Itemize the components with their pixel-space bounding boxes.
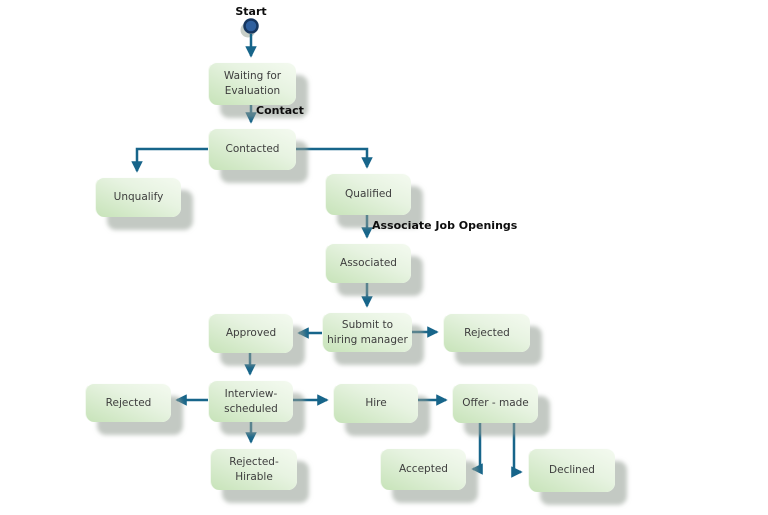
node-unqualify: Unqualify (95, 177, 181, 217)
node-rejected-after-interview: Rejected (85, 383, 171, 422)
node-offer-made: Offer - made (452, 383, 538, 423)
node-waiting-for-evaluation: Waiting for Evaluation (208, 62, 296, 105)
node-declined: Declined (528, 448, 615, 492)
node-submit-to-hiring-manager: Submit to hiring manager (322, 312, 412, 352)
node-approved: Approved (208, 313, 293, 353)
start-label: Start (235, 5, 267, 18)
node-associated: Associated (325, 243, 411, 283)
node-rejected-hirable: Rejected-Hirable (210, 448, 297, 490)
connector-offer-to-accepted (471, 423, 483, 475)
connector-offer-to-declined (511, 423, 523, 478)
edge-label-contact: Contact (256, 104, 304, 117)
node-contacted: Contacted (208, 128, 296, 170)
connector-contacted-to-unqualify (131, 147, 208, 173)
start-node-circle (243, 18, 259, 34)
node-rejected-by-manager: Rejected (443, 313, 530, 352)
edge-label-associate-job-openings: Associate Job Openings (372, 219, 518, 232)
node-hire: Hire (333, 383, 418, 423)
node-interview-scheduled: Interview- scheduled (208, 380, 293, 422)
connector-contacted-to-qualified (296, 147, 373, 169)
node-qualified: Qualified (325, 173, 411, 215)
start-node-shadow (240, 22, 256, 38)
node-accepted: Accepted (380, 448, 466, 490)
